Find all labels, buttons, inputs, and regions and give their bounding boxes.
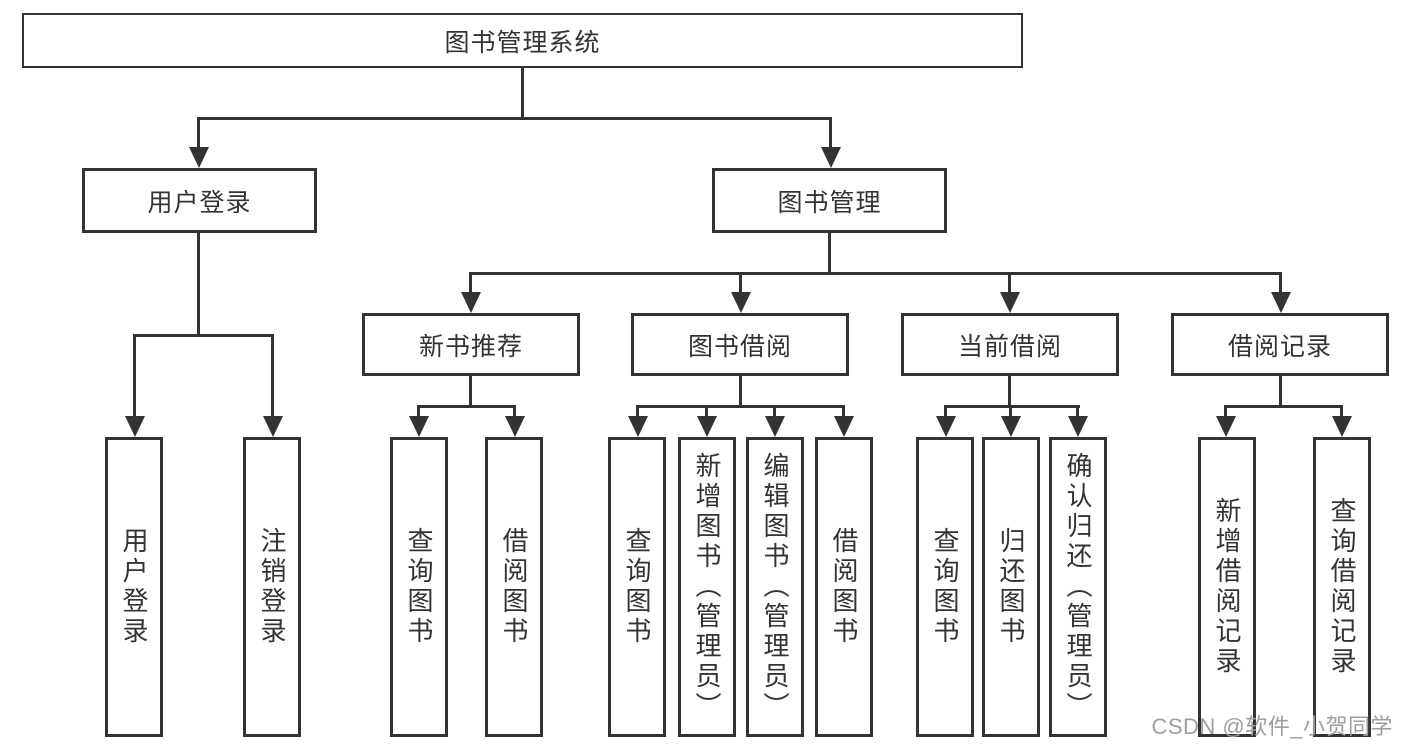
connector-line <box>271 334 274 420</box>
arrowhead <box>765 416 785 437</box>
node-root: 图书管理系统 <box>22 13 1023 68</box>
leaf-record-query: 查询借阅记录 <box>1313 437 1371 737</box>
connector-line <box>469 272 1282 275</box>
node-root-label: 图书管理系统 <box>444 28 601 57</box>
connector-line <box>469 272 472 294</box>
node-borrow-records: 借阅记录 <box>1171 313 1389 376</box>
leaf-current-query: 查询图书 <box>916 437 974 737</box>
connector-line <box>828 231 831 274</box>
leaf-borrow-add: 新增图书（管理员） <box>678 437 736 737</box>
connector-line <box>133 334 136 420</box>
leaf-current-return: 归还图书 <box>982 437 1040 737</box>
node-user-login-label: 用户登录 <box>147 188 252 217</box>
leaf-borrow-add-label: 新增图书（管理员） <box>692 452 722 722</box>
arrowhead <box>1000 292 1020 313</box>
arrowhead <box>125 416 145 437</box>
arrowhead <box>505 416 525 437</box>
node-book-mgmt: 图书管理 <box>712 168 947 233</box>
connector-line <box>197 117 200 150</box>
arrowhead <box>461 292 481 313</box>
arrowhead <box>1068 416 1088 437</box>
connector-line <box>197 117 832 120</box>
leaf-borrow-query: 查询图书 <box>608 437 666 737</box>
leaf-record-add-label: 新增借阅记录 <box>1212 497 1242 677</box>
node-book-mgmt-label: 图书管理 <box>777 188 882 217</box>
leaf-borrow-borrow-label: 借阅图书 <box>829 527 859 647</box>
connector-line <box>417 405 516 408</box>
node-book-borrow-label: 图书借阅 <box>687 332 792 361</box>
node-current-borrow-label: 当前借阅 <box>957 332 1062 361</box>
connector-line <box>1008 374 1011 408</box>
arrowhead <box>409 416 429 437</box>
leaf-logout-label: 注销登录 <box>257 527 287 647</box>
connector-line <box>739 374 742 408</box>
connector-line <box>829 117 832 150</box>
connector-line <box>1224 405 1227 422</box>
connector-line <box>417 405 420 422</box>
connector-line <box>1279 272 1282 294</box>
arrowhead <box>821 147 841 168</box>
leaf-borrow-edit-label: 编辑图书（管理员） <box>760 452 790 722</box>
connector-line <box>1076 405 1079 422</box>
arrowhead <box>263 416 283 437</box>
arrowhead <box>1332 416 1352 437</box>
connector-line <box>1340 405 1343 422</box>
leaf-user-login: 用户登录 <box>105 437 163 737</box>
node-current-borrow: 当前借阅 <box>901 313 1119 376</box>
connector-line <box>944 405 947 422</box>
arrowhead <box>628 416 648 437</box>
leaf-newbook-borrow-label: 借阅图书 <box>499 527 529 647</box>
connector-line <box>1224 405 1343 408</box>
arrowhead <box>936 416 956 437</box>
leaf-current-return-label: 归还图书 <box>996 527 1026 647</box>
connector-line <box>469 374 472 408</box>
leaf-newbook-borrow: 借阅图书 <box>485 437 543 737</box>
leaf-borrow-query-label: 查询图书 <box>622 527 652 647</box>
node-new-book: 新书推荐 <box>362 313 580 376</box>
arrowhead <box>731 292 751 313</box>
connector-line <box>521 66 524 119</box>
watermark: CSDN @软件_小贺同学 <box>1151 714 1393 739</box>
leaf-current-confirm-label: 确认归还（管理员） <box>1063 452 1093 722</box>
arrowhead <box>1216 416 1236 437</box>
leaf-record-add: 新增借阅记录 <box>1198 437 1256 737</box>
arrowhead <box>189 147 209 168</box>
node-borrow-records-label: 借阅记录 <box>1227 332 1332 361</box>
connector-line <box>1009 405 1012 422</box>
leaf-user-login-label: 用户登录 <box>119 527 149 647</box>
arrowhead <box>834 416 854 437</box>
connector-line <box>705 405 708 422</box>
connector-line <box>1008 272 1011 294</box>
leaf-newbook-query: 查询图书 <box>390 437 448 737</box>
leaf-current-confirm: 确认归还（管理员） <box>1049 437 1107 737</box>
node-book-borrow: 图书借阅 <box>631 313 849 376</box>
leaf-record-query-label: 查询借阅记录 <box>1327 497 1357 677</box>
connector-line <box>1279 374 1282 408</box>
connector-line <box>636 405 845 408</box>
arrowhead <box>697 416 717 437</box>
connector-line <box>197 231 200 336</box>
connector-line <box>513 405 516 422</box>
connector-line <box>636 405 639 422</box>
leaf-borrow-borrow: 借阅图书 <box>815 437 873 737</box>
connector-line <box>739 272 742 294</box>
arrowhead <box>1001 416 1021 437</box>
arrowhead <box>1271 292 1291 313</box>
connector-line <box>842 405 845 422</box>
connector-line <box>133 334 274 337</box>
leaf-current-query-label: 查询图书 <box>930 527 960 647</box>
leaf-newbook-query-label: 查询图书 <box>404 527 434 647</box>
node-new-book-label: 新书推荐 <box>418 332 523 361</box>
node-user-login: 用户登录 <box>82 168 317 233</box>
leaf-borrow-edit: 编辑图书（管理员） <box>746 437 804 737</box>
leaf-logout: 注销登录 <box>243 437 301 737</box>
connector-line <box>773 405 776 422</box>
connector-line <box>944 405 1080 408</box>
